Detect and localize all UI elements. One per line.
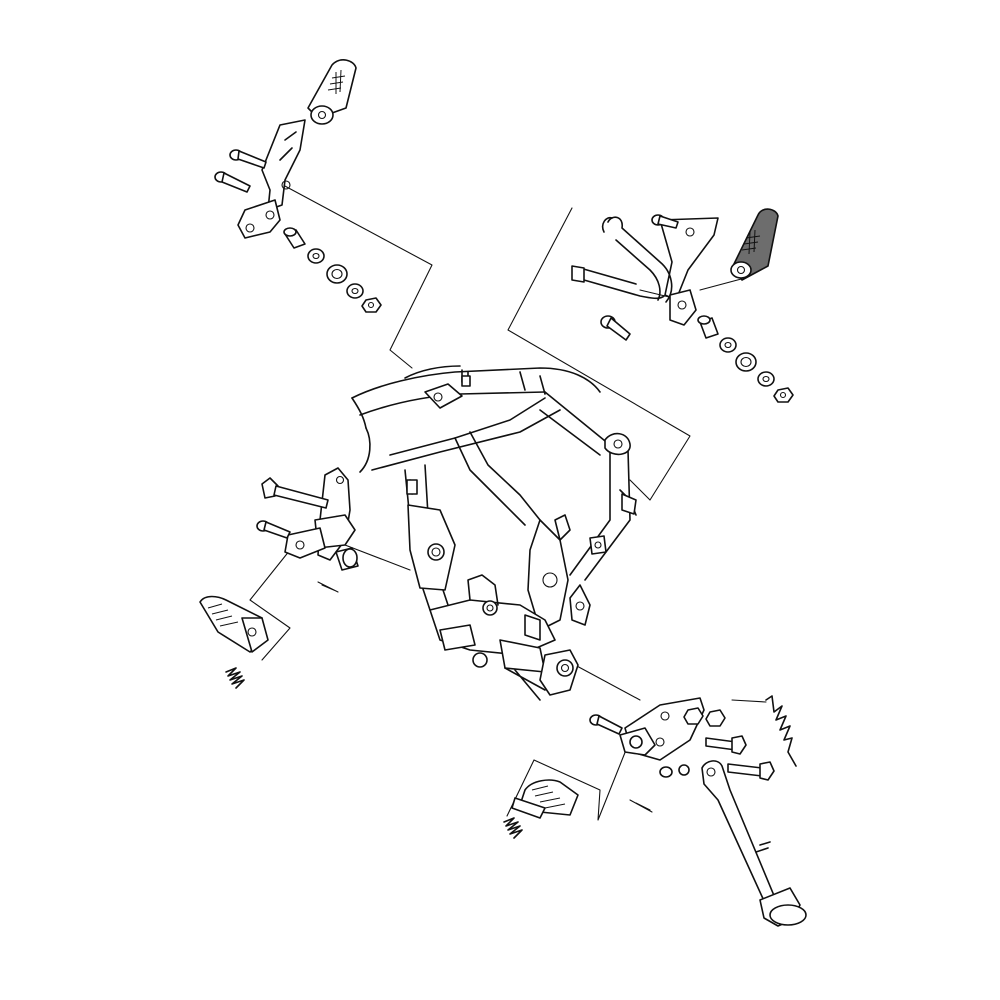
washer-icon (678, 764, 690, 776)
left-passenger-footpeg-assembly (214, 59, 382, 313)
bolt-icon (256, 520, 291, 539)
nut-icon (361, 297, 382, 313)
washer-icon (757, 371, 775, 387)
right-passenger-footpeg-bracket (659, 217, 719, 301)
spring-icon (225, 667, 245, 689)
left-passenger-footpeg-bracket (261, 119, 306, 211)
bolt-icon (600, 315, 631, 341)
sidestand-spring-icon (765, 695, 797, 767)
right-rider-footpeg-assembly (503, 695, 807, 927)
leader-lines (249, 184, 767, 821)
rubber-damper-icon (735, 352, 757, 372)
bolt-icon (229, 149, 267, 169)
nut-icon (705, 709, 726, 727)
rubber-damper-icon (326, 264, 348, 284)
bolt-icon (261, 477, 329, 509)
washer-icon (307, 248, 325, 264)
nut-icon (683, 707, 704, 725)
nut-icon (773, 387, 794, 403)
washer-icon (659, 766, 673, 778)
washer-icon (346, 283, 364, 299)
bolt-icon (651, 214, 679, 229)
bolt-icon (214, 171, 251, 193)
frame-assembly (351, 365, 637, 701)
right-passenger-footpeg-assembly (571, 208, 794, 403)
bolt-icon (727, 761, 775, 781)
spring-icon (503, 817, 523, 839)
bolt-icon (589, 714, 623, 735)
bolt-icon (705, 735, 747, 755)
sidestand (701, 760, 781, 915)
left-rider-footpeg-assembly (199, 467, 359, 689)
washer-icon (719, 337, 737, 353)
